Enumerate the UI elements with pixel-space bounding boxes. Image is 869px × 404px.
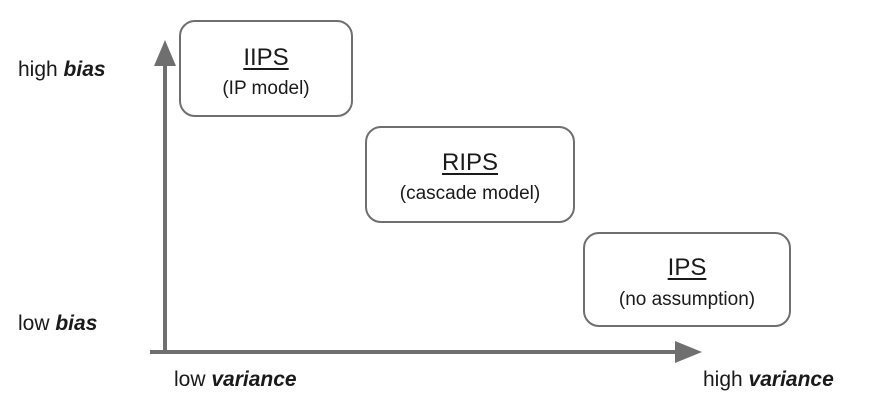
high-bias-emph: bias [63, 58, 106, 81]
high-variance-prefix: high [703, 368, 749, 391]
low-bias-prefix: low [18, 312, 56, 335]
ips-title: IPS [667, 254, 707, 281]
iips-box: IIPS (IP model) [179, 20, 353, 117]
high-variance-label: high variance [703, 368, 834, 392]
high-variance-emph: variance [748, 368, 834, 391]
ips-box: IPS (no assumption) [583, 232, 791, 327]
low-bias-emph: bias [55, 312, 98, 335]
rips-subtitle: (cascade model) [399, 183, 541, 204]
x-axis-arrowhead [675, 341, 702, 363]
rips-box: RIPS (cascade model) [365, 126, 575, 223]
low-variance-label: low variance [174, 368, 297, 392]
high-bias-prefix: high [18, 58, 64, 81]
y-axis-arrowhead [154, 40, 176, 66]
iips-subtitle: (IP model) [222, 78, 310, 99]
iips-title: IIPS [243, 44, 289, 71]
low-variance-emph: variance [211, 368, 297, 391]
low-variance-prefix: low [174, 368, 212, 391]
ips-subtitle: (no assumption) [618, 289, 756, 310]
high-bias-label: high bias [18, 58, 106, 82]
rips-title: RIPS [441, 149, 498, 176]
low-bias-label: low bias [18, 312, 97, 336]
